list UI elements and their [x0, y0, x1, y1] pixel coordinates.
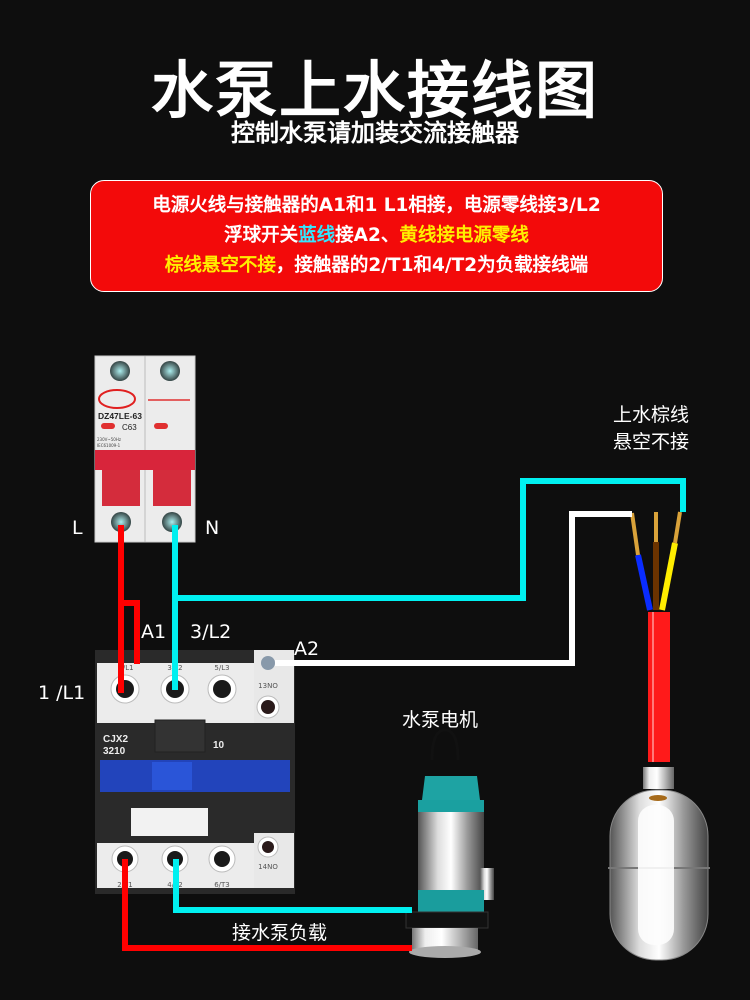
indicator-icon [154, 423, 168, 429]
wire-live-a1 [121, 600, 140, 664]
label-live: L [72, 517, 83, 539]
contactor-blue-bar [100, 760, 290, 792]
notice-highlight-brown: 棕线悬空不接 [164, 255, 276, 276]
page-title: 水泵上水接线图 [150, 54, 599, 127]
terminal-5-l3[interactable] [213, 680, 231, 698]
contactor-slider[interactable] [152, 762, 192, 790]
contactor-model: 3210 [103, 746, 126, 757]
notice-line-2: 浮球开关蓝线接A2、黄线接电源零线 [91, 221, 662, 251]
terminal-label: 13NO [258, 682, 278, 690]
breaker-spec: IEC61009-1 [97, 443, 121, 448]
terminal-label: 1/L1 [118, 664, 133, 672]
page-subtitle: 控制水泵请加装交流接触器 [231, 119, 519, 147]
label-l1: 1 /L1 [38, 682, 86, 704]
label-load: 接水泵负载 [232, 922, 328, 944]
terminal-6-t3[interactable] [214, 851, 230, 867]
breaker-rating: C63 [122, 423, 137, 432]
brand-logo-icon [98, 389, 136, 409]
label-a2: A2 [294, 638, 320, 660]
float-switch [608, 511, 710, 961]
wire-load-t2 [173, 859, 412, 913]
breaker-toggle[interactable] [102, 470, 140, 506]
float-nut [643, 767, 674, 789]
notice-text: ，接触器的2/T1和4/T2为负载接线端 [275, 255, 589, 276]
contactor-code: 10 [213, 740, 225, 751]
wire-neutral-float [175, 478, 686, 601]
pump-body [418, 812, 484, 900]
screw-icon [160, 361, 180, 381]
terminal-label: 6/T3 [214, 881, 230, 889]
label-brown-wire-note: 悬空不接 [613, 431, 690, 453]
pump-base [409, 946, 481, 958]
breaker-toggle[interactable] [153, 470, 191, 506]
indicator-icon [101, 423, 115, 429]
pump-top-cap [422, 776, 480, 800]
breaker-model: DZ47LE-63 [98, 411, 142, 421]
terminal-label: 5/L3 [214, 664, 229, 672]
notice-text: 接A2、 [335, 225, 400, 246]
terminal-14no[interactable] [262, 841, 274, 853]
label-pump: 水泵电机 [402, 709, 479, 731]
label-neutral: N [205, 517, 220, 539]
float-wire-blue [635, 554, 653, 611]
contactor: 1/L1 3/L2 5/L3 13NO CJX2 3210 10 2/T1 4/… [95, 650, 295, 894]
pump-strainer [412, 928, 478, 950]
terminal-label: 14NO [258, 863, 278, 871]
label-a1: A1 [141, 621, 167, 643]
notice-highlight-yellow: 黄线接电源零线 [399, 225, 529, 246]
notice-box: 电源火线与接触器的A1和1 L1相接，电源零线接3/L2 浮球开关蓝线接A2、黄… [90, 180, 663, 292]
label-l2: 3/L2 [190, 621, 232, 643]
wire-load-t1 [122, 859, 412, 951]
wire-control-a2 [275, 511, 632, 666]
notice-line-1: 电源火线与接触器的A1和1 L1相接，电源零线接3/L2 [152, 195, 601, 216]
wires [118, 478, 686, 951]
notice-line-3: 棕线悬空不接，接触器的2/T1和4/T2为负载接线端 [91, 251, 662, 281]
label-brown-wire: 上水棕线 [613, 404, 690, 426]
notice-highlight-blue: 蓝线 [298, 225, 336, 246]
breaker-handle-bar[interactable] [95, 450, 195, 470]
pump-cable [430, 728, 460, 761]
contactor-model: CJX2 [103, 734, 128, 745]
float-cable [648, 612, 670, 762]
screw-icon [111, 512, 131, 532]
breaker-spec: 230V~50Hz [97, 437, 121, 442]
float-wire-yellow [659, 542, 678, 611]
terminal-a2[interactable] [261, 656, 275, 670]
contactor-label-plate [131, 808, 208, 836]
water-pump [405, 728, 494, 958]
notice-text: 浮球开关 [224, 225, 299, 246]
terminal-13no[interactable] [261, 700, 275, 714]
screw-icon [110, 361, 130, 381]
circuit-breaker: DZ47LE-63 C63 230V~50Hz IEC61009-1 [94, 355, 196, 543]
contactor-window [154, 719, 206, 753]
